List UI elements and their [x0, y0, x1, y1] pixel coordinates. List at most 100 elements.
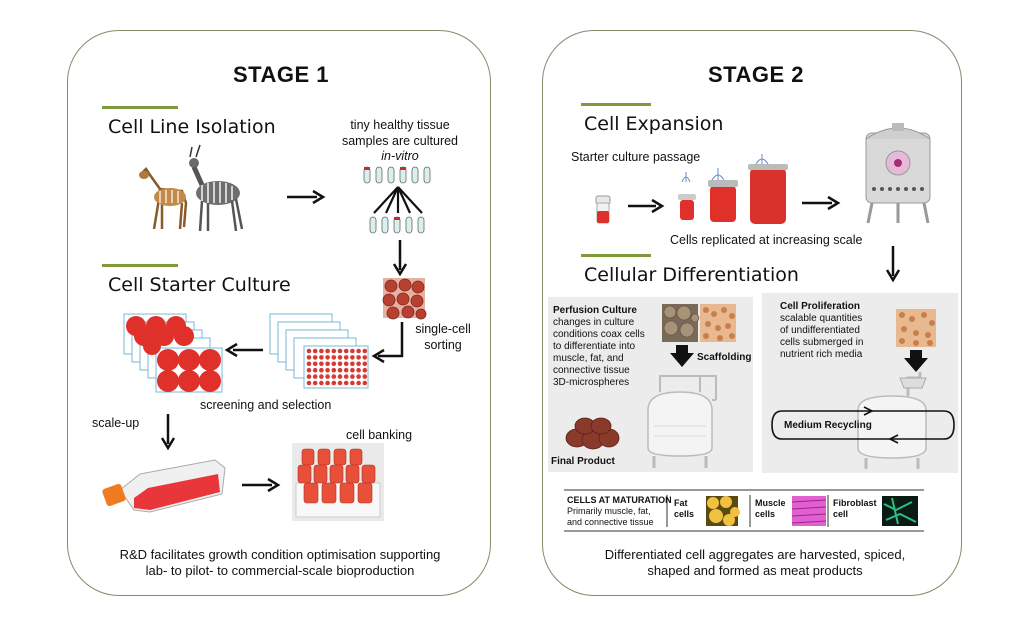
single-cell-caption: single-cell sorting [408, 322, 478, 353]
well-dot [325, 367, 330, 373]
starter-passage-caption: Starter culture passage [571, 150, 701, 164]
well-dot [337, 374, 343, 379]
well-dot [319, 348, 324, 354]
arrow-down-icon [160, 414, 176, 451]
well-dot [306, 361, 312, 367]
well-dot [337, 355, 343, 360]
final-product-label: Final Product [551, 456, 615, 467]
well-dot [356, 380, 361, 386]
well-dot [312, 355, 318, 360]
fat-cell-icon [706, 496, 740, 526]
well-dot [319, 361, 324, 367]
proliferation-line: cells submerged in [780, 337, 864, 348]
stage2-footer-line2: shaped and formed as meat products [647, 563, 863, 579]
well-dot [356, 355, 361, 360]
proliferation-line: scalable quantities [780, 313, 863, 324]
well-dot [362, 348, 368, 354]
well-dot [312, 348, 318, 354]
tissue-line1: tiny healthy tissue [350, 118, 450, 132]
proliferation-line: of undifferentiated [780, 325, 860, 336]
perfusion-line: connective tissue [553, 365, 630, 376]
well-dot [331, 367, 337, 373]
single-cell-line1: single-cell [415, 322, 471, 336]
bioreactor-icon [678, 154, 788, 224]
heading-bar [581, 103, 651, 106]
well-dot [337, 361, 343, 367]
fibroblast-icon [882, 496, 918, 526]
recycling-loop-icon [771, 406, 955, 444]
stage2-footer: Differentiated cell aggregates are harve… [560, 547, 950, 580]
antelope-icon [139, 144, 244, 232]
replicated-caption: Cells replicated at increasing scale [670, 233, 863, 247]
well-dot [362, 355, 368, 360]
well-dot [350, 367, 355, 373]
perfusion-text: Perfusion Culture changes in culture con… [553, 305, 663, 389]
well-dot [312, 367, 318, 373]
well-dot [356, 348, 361, 354]
stage1-footer-line1: R&D facilitates growth condition optimis… [119, 547, 441, 562]
cell-bank-icon [292, 443, 384, 521]
well-dot [337, 367, 343, 373]
well-dot [343, 348, 349, 354]
stage2-footer-line1: Differentiated cell aggregates are harve… [604, 547, 906, 562]
tissue-caption: tiny healthy tissue samples are cultured… [325, 118, 475, 165]
microsphere-icon [662, 304, 736, 342]
perfusion-title: Perfusion Culture [553, 305, 637, 316]
meat-icon [565, 417, 620, 450]
fat-line1: Fat [674, 498, 688, 508]
fat-cells-label: Fat cells [674, 498, 694, 520]
well-dot [362, 367, 368, 373]
funnel-arrow-icon [670, 345, 694, 367]
tissue-line2: samples are cultured [341, 133, 459, 148]
scale-up-caption: scale-up [92, 416, 140, 430]
cell-line-isolation-heading: Cell Line Isolation [108, 116, 276, 138]
well-dot [356, 374, 361, 379]
vial-icon [595, 195, 611, 224]
tissue-line3: in-vitro [381, 149, 419, 164]
cell-starter-culture-heading: Cell Starter Culture [108, 274, 291, 296]
cell-micrograph-icon [896, 309, 936, 347]
fibroblast-label: Fibroblast cell [833, 498, 877, 520]
arrow-down-icon [392, 240, 408, 277]
well-dot [337, 348, 343, 354]
well-dot [356, 367, 361, 373]
muscle-cell-icon [791, 496, 827, 526]
maturation-line: Primarily muscle, fat, [567, 505, 651, 516]
well-dot [343, 367, 349, 373]
well-dot [350, 355, 355, 360]
muscle-line2: cells [755, 508, 776, 519]
cell-micrograph-icon [382, 278, 427, 320]
cellular-differentiation-heading: Cellular Differentiation [584, 264, 799, 286]
well-dot [312, 361, 318, 367]
muscle-cells-label: Muscle cells [755, 498, 786, 520]
perfusion-line: 3D-microspheres [553, 377, 630, 388]
well-dot [356, 361, 361, 367]
cell-expansion-heading: Cell Expansion [584, 113, 724, 135]
perfusion-line: conditions coax cells [553, 329, 645, 340]
well-dot [325, 355, 330, 360]
well-dot [343, 374, 349, 379]
arrow-right-icon [287, 189, 326, 205]
well-dot [331, 361, 337, 367]
well-dot [350, 361, 355, 367]
stage1-footer: R&D facilitates growth condition optimis… [80, 547, 480, 580]
arrow-left-icon [224, 342, 263, 358]
arrow-down-icon [885, 246, 901, 283]
screening-caption: screening and selection [200, 398, 332, 412]
heading-bar [581, 254, 651, 257]
well-dot [319, 380, 324, 386]
funnel-arrow-icon [904, 350, 928, 372]
well-dot [306, 380, 312, 386]
fat-line2: cells [674, 508, 695, 519]
maturation-line: and connective tissue [567, 516, 654, 527]
well-dot [350, 380, 355, 386]
cell-banking-caption: cell banking [346, 428, 413, 442]
well-dot [331, 348, 337, 354]
fibro-line2: cell [833, 508, 849, 519]
well-dot [306, 374, 312, 379]
well-dot [343, 361, 349, 367]
well-plate-icon [269, 313, 369, 389]
elbow-arrow-icon [371, 322, 404, 364]
well-dot [343, 355, 349, 360]
well-dot [312, 380, 318, 386]
